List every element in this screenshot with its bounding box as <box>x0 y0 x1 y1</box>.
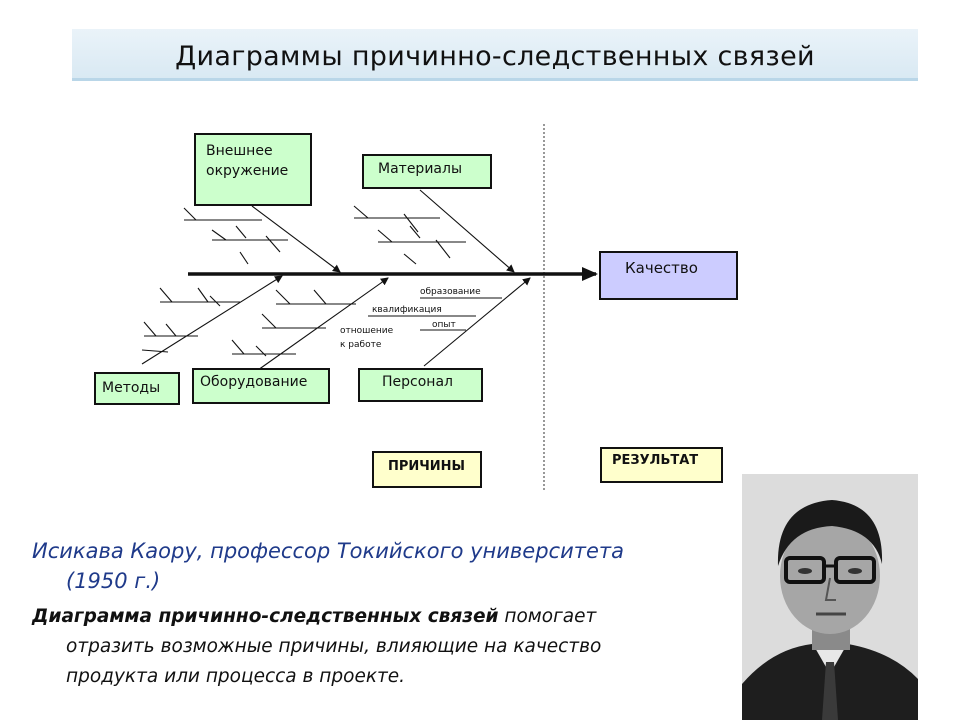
cause-box-personnel: Персонал <box>358 368 483 402</box>
materials-label: Материалы <box>378 161 462 177</box>
legend-result-label: РЕЗУЛЬТАТ <box>612 453 699 468</box>
description-line3: продукта или процесса в проекте. <box>66 666 406 687</box>
description-bold: Диаграмма причинно-следственных связей <box>32 606 499 627</box>
description-line2: отразить возможные причины, влияющие на … <box>66 636 602 657</box>
sub-cause-education: образование <box>420 287 481 297</box>
attitude-line2: к работе <box>340 340 382 350</box>
environment-bone <box>183 205 341 273</box>
author-line2: (1950 г.) <box>66 569 161 593</box>
effect-box: Качество <box>599 251 738 300</box>
cause-box-equipment: Оборудование <box>192 368 330 404</box>
cause-box-methods: Методы <box>94 372 180 405</box>
environment-label-line2: окружение <box>206 163 289 179</box>
legend-causes: ПРИЧИНЫ <box>372 451 482 488</box>
description-rest: помогает <box>498 606 597 627</box>
cause-box-environment: Внешнее окружение <box>194 133 312 206</box>
attitude-line1: отношение <box>340 326 394 336</box>
author-caption: Исикава Каору, профессор Токийского унив… <box>32 536 732 596</box>
sub-cause-attitude: отношение к работе <box>340 324 393 352</box>
title-bar: Диаграммы причинно-следственных связей <box>72 29 918 81</box>
sub-cause-qualification: квалификация <box>372 305 442 315</box>
effect-label: Качество <box>625 259 698 277</box>
description-line1: Диаграмма причинно-следственных связей п… <box>32 606 596 627</box>
legend-causes-label: ПРИЧИНЫ <box>388 459 466 474</box>
materials-bone <box>353 189 515 273</box>
personnel-bone <box>368 277 531 367</box>
cause-box-materials: Материалы <box>362 154 492 189</box>
legend-result: РЕЗУЛЬТАТ <box>600 447 723 483</box>
methods-label: Методы <box>102 380 161 396</box>
environment-label-line1: Внешнее <box>206 143 273 159</box>
methods-bone <box>141 275 283 365</box>
sub-cause-experience: опыт <box>432 320 456 330</box>
page-title: Диаграммы причинно-следственных связей <box>175 41 815 72</box>
equipment-label: Оборудование <box>200 374 308 390</box>
equipment-bone <box>231 277 389 371</box>
author-line1: Исикава Каору, профессор Токийского унив… <box>32 539 625 563</box>
description: Диаграмма причинно-следственных связей п… <box>32 602 732 692</box>
personnel-label: Персонал <box>382 374 453 390</box>
portrait-photo <box>742 474 918 720</box>
